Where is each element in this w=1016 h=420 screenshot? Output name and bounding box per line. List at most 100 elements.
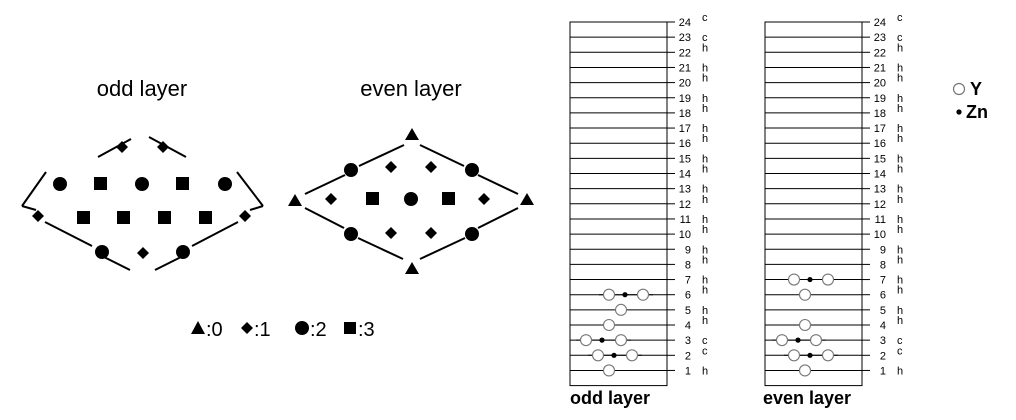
layer-type-5: h: [702, 305, 708, 317]
layer-number-13: 13: [679, 184, 691, 196]
diamond-marker: [425, 161, 437, 173]
diamond-marker: [157, 141, 169, 153]
zn-atom-marker: [807, 276, 813, 283]
layer-type-1: h: [702, 365, 708, 377]
y-atom-marker: [798, 364, 812, 377]
layer-type-9: h: [702, 244, 708, 256]
diamond-marker: [137, 247, 149, 259]
square-marker: [176, 177, 189, 190]
layer-type-10: h: [702, 224, 708, 236]
diamond-marker: [385, 161, 397, 173]
layer-number-6: 6: [880, 290, 886, 302]
layer-type-18: h: [702, 103, 708, 115]
layer-number-3: 3: [685, 335, 691, 347]
square-marker: [94, 177, 107, 190]
even-layer-stack-caption: even layer: [763, 388, 851, 408]
layer-number-4: 4: [685, 320, 691, 332]
y-atom-marker: [614, 334, 628, 347]
layer-number-24: 24: [874, 17, 886, 29]
layer-type-13: h: [897, 184, 903, 196]
layer-number-9: 9: [685, 244, 691, 256]
triangle-icon: [191, 321, 205, 334]
layer-number-20: 20: [679, 78, 691, 90]
layer-type-3: c: [702, 335, 708, 347]
layer-type-3: c: [897, 335, 903, 347]
layer-number-10: 10: [679, 229, 691, 241]
y-atom-marker: [579, 334, 593, 347]
layer-number-18: 18: [874, 108, 886, 120]
y-atom-marker: [591, 349, 605, 362]
legend-label-square: :3: [358, 319, 375, 341]
layer-type-19: h: [897, 93, 903, 105]
diamond-marker: [385, 227, 397, 239]
even-layer-diagram: even layer: [288, 76, 534, 274]
layer-number-21: 21: [679, 62, 691, 74]
y-atom-marker: [787, 349, 801, 362]
atom-legend: Y Zn: [952, 79, 988, 122]
circle-marker: [95, 245, 109, 259]
yttrium-open-circle-icon: [952, 82, 966, 96]
layer-number-12: 12: [874, 199, 886, 211]
y-atom-marker: [775, 334, 789, 347]
square-marker: [199, 211, 212, 224]
legend-label-circle: :2: [310, 319, 327, 341]
layer-type-7: h: [702, 275, 708, 287]
circle-marker: [404, 192, 418, 206]
layer-type-24: c: [702, 12, 708, 24]
layer-number-23: 23: [874, 32, 886, 44]
layer-type-12: h: [702, 194, 708, 206]
layer-number-2: 2: [685, 350, 691, 362]
layer-type-23: c: [702, 32, 708, 44]
y-atom-marker: [798, 318, 812, 332]
layer-type-21: h: [897, 62, 903, 74]
layer-number-16: 16: [679, 138, 691, 150]
y-atom-marker: [821, 349, 835, 362]
even-layer-title: even layer: [360, 76, 462, 101]
diamond-marker: [116, 141, 128, 153]
zn-atom-marker: [611, 352, 617, 358]
layer-type-17: h: [897, 123, 903, 135]
layer-number-2: 2: [880, 350, 886, 362]
triangle-marker: [520, 193, 534, 205]
layer-number-24: 24: [679, 17, 691, 29]
layer-number-22: 22: [679, 47, 691, 59]
legend-label-diamond: :1: [254, 319, 271, 341]
odd-layer-title: odd layer: [97, 76, 188, 101]
layer-number-10: 10: [874, 229, 886, 241]
layer-type-7: h: [897, 275, 903, 287]
layer-type-20: h: [897, 73, 903, 85]
layer-number-21: 21: [874, 62, 886, 74]
odd-layer-diagram: odd layer: [21, 76, 264, 271]
layer-type-18: h: [897, 103, 903, 115]
layer-type-15: h: [897, 153, 903, 165]
layer-type-16: h: [897, 133, 903, 145]
layer-number-19: 19: [679, 93, 691, 105]
layer-type-6: h: [897, 285, 903, 297]
odd-layer-stack-caption: odd layer: [570, 388, 650, 408]
layer-type-1: h: [897, 365, 903, 377]
square-marker: [366, 192, 379, 205]
zn-atom-marker: [795, 337, 801, 343]
circle-marker: [344, 163, 358, 177]
layer-type-14: h: [897, 164, 903, 176]
square-marker: [77, 211, 90, 224]
square-marker: [158, 211, 171, 224]
layer-number-12: 12: [679, 199, 691, 211]
layer-number-1: 1: [880, 365, 886, 377]
layer-number-22: 22: [874, 47, 886, 59]
y-atom-marker: [625, 349, 639, 362]
circle-marker: [176, 245, 190, 259]
diamond-marker: [32, 210, 44, 222]
layer-type-19: h: [702, 93, 708, 105]
layer-type-10: h: [897, 224, 903, 236]
even-layer-outline: [304, 144, 519, 260]
circle-marker: [465, 227, 479, 241]
layer-type-11: h: [897, 214, 903, 226]
square-icon: [344, 322, 356, 334]
diamond-marker: [239, 210, 251, 222]
odd-layer-outline: [21, 136, 264, 271]
y-atom-marker: [602, 364, 616, 377]
layer-type-17: h: [702, 123, 708, 135]
